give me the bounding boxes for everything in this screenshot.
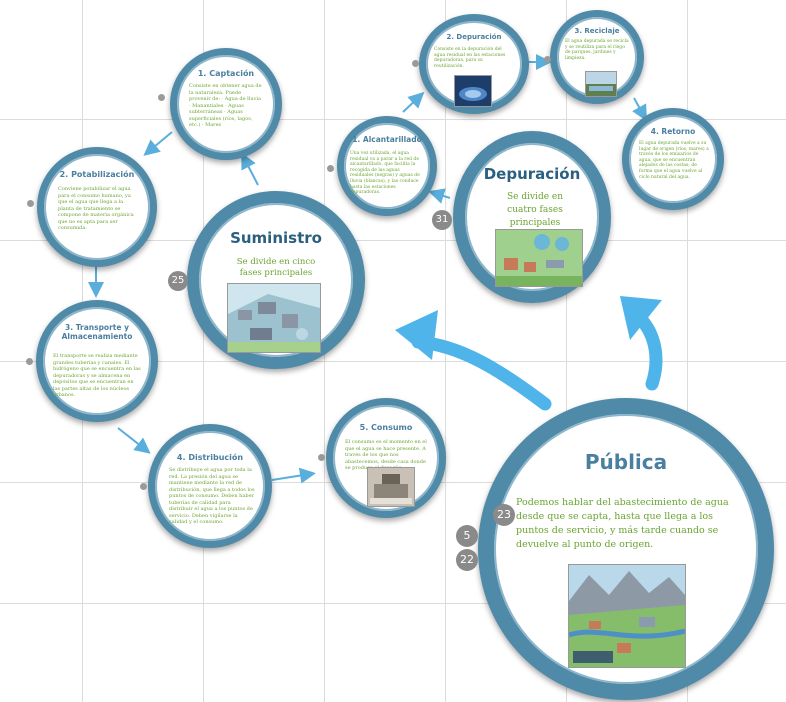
node-consumo-title: 5. Consumo [359, 423, 413, 432]
node-retorno-title: 4. Retorno [650, 127, 696, 136]
node-publica[interactable]: Pública Podemos hablar del abastecimient… [478, 398, 774, 700]
node-potabilizacion-title: 2. Potabilización [59, 170, 135, 179]
arrow-distribucion-to-consumo [271, 467, 316, 484]
node-depuracion-step[interactable]: 2. Depuración Consiste en la depuración … [419, 14, 529, 114]
badge-publica[interactable]: 23 [493, 504, 515, 526]
node-depuracion-subtitle: Se divide en cuatro fases principales [506, 192, 564, 228]
node-publica-body: Podemos hablar del abastecimiento de agu… [516, 497, 729, 550]
badge-depuracion[interactable]: 31 [432, 210, 452, 230]
node-consumo[interactable]: 5. Consumo El consumo es el momento en e… [326, 398, 446, 518]
depuracion-image [495, 229, 583, 287]
node-retorno[interactable]: 4. Retorno El agua depurada vuelve a su … [622, 108, 724, 210]
node-alcantarillado[interactable]: 1. Alcantarillado Una vez utilizada, el … [337, 116, 437, 216]
node-alcantarillado-title: 1. Alcantarillado [352, 135, 422, 144]
node-reciclaje[interactable]: 3. Reciclaje El agua depurada se recicla… [550, 10, 644, 104]
node-depuracion-step-title: 2. Depuración [446, 33, 502, 41]
arrow-depuracion-to-alcantarillado [428, 188, 451, 204]
big-arrowhead-to-suministro [395, 310, 438, 360]
node-potabilizacion-marker [27, 200, 34, 207]
node-distribucion-marker [140, 483, 147, 490]
node-transporte[interactable]: 3. Transporte y Almacenamiento El transp… [36, 300, 158, 422]
node-distribucion-body: Se distribuye el agua por toda la red. L… [169, 467, 255, 525]
node-reciclaje-title: 3. Reciclaje [574, 27, 620, 35]
badge-suministro[interactable]: 25 [168, 271, 188, 291]
node-captacion-body: Consiste en obtener agua de la naturalez… [189, 83, 262, 128]
big-arrow-to-depuracion [633, 311, 663, 391]
node-depuracion[interactable]: Depuración Se divide en cuatro fases pri… [453, 131, 611, 303]
node-suministro-title: Suministro [230, 229, 322, 247]
arrow-alcantarillado-to-depuracion-step [402, 91, 425, 113]
node-alcantarillado-marker [327, 165, 334, 172]
node-potabilizacion-body: Conviene potabilizar el agua para el con… [58, 186, 134, 231]
node-transporte-title: 3. Transporte y Almacenamiento [61, 323, 133, 341]
badge-step-a[interactable]: 5 [456, 525, 478, 547]
node-captacion[interactable]: 1. Captación Consiste en obtener agua de… [170, 48, 282, 160]
suministro-image [227, 283, 321, 353]
node-distribucion-title: 4. Distribución [176, 453, 244, 462]
node-distribucion[interactable]: 4. Distribución Se distribuye el agua po… [148, 424, 272, 548]
node-suministro-subtitle: Se divide en cinco fases principales [236, 257, 316, 278]
node-depuracion-title: Depuración [483, 165, 581, 183]
node-retorno-body: El agua depurada vuelve a su lugar de or… [639, 141, 709, 180]
arrow-transporte-to-distribucion [117, 427, 151, 454]
publica-image [568, 564, 686, 668]
depuracion-step-image [454, 75, 492, 107]
node-depuracion-step-marker [412, 60, 419, 67]
node-consumo-marker [318, 454, 325, 461]
consumo-image [367, 467, 415, 507]
node-alcantarillado-body: Una vez utilizada, el agua residual va a… [350, 151, 420, 196]
node-reciclaje-body: El agua depurada se recicla y se reutili… [565, 39, 629, 61]
arrow-reciclaje-to-retorno [632, 97, 647, 122]
node-publica-title: Pública [584, 450, 668, 474]
arrow-suministro-to-captacion [241, 152, 259, 186]
big-arrowhead-to-depuracion [620, 296, 662, 340]
node-depuracion-step-body: Consiste en la depuración del agua resid… [434, 47, 506, 69]
node-reciclaje-marker [544, 56, 551, 63]
node-transporte-marker [26, 358, 33, 365]
big-arrow-to-suministro [411, 335, 552, 411]
arrow-captacion-to-potabilizacion [143, 131, 173, 156]
node-suministro[interactable]: Suministro Se divide en cinco fases prin… [187, 191, 365, 369]
node-transporte-body: El transporte se realiza mediante grande… [53, 353, 141, 398]
node-potabilizacion[interactable]: 2. Potabilización Conviene potabilizar e… [37, 147, 157, 267]
badge-step-b[interactable]: 22 [456, 549, 478, 571]
node-captacion-title: 1. Captación [197, 69, 255, 78]
node-captacion-marker [158, 94, 165, 101]
reciclaje-image [585, 71, 617, 97]
